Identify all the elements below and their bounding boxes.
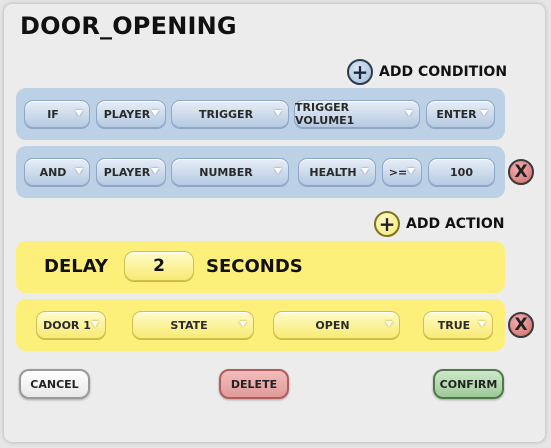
action-flag-dropdown[interactable]: TRUE <box>423 311 493 339</box>
condition-subject-dropdown[interactable]: PLAYER <box>96 158 166 186</box>
delay-row: DELAY 2 SECONDS <box>16 241 505 293</box>
delete-button[interactable]: DELETE <box>219 369 289 399</box>
cancel-button[interactable]: CANCEL <box>19 369 90 399</box>
dropdown-arrow-icon <box>405 110 413 116</box>
dropdown-arrow-icon <box>239 321 247 327</box>
add-condition-button[interactable]: + ADD CONDITION <box>347 59 507 85</box>
delay-seconds-input[interactable]: 2 <box>124 251 194 281</box>
dropdown-arrow-icon <box>151 168 159 174</box>
dropdown-arrow-icon <box>407 168 415 174</box>
condition-type-dropdown[interactable]: TRIGGER <box>171 100 289 128</box>
x-circle-icon: X <box>514 162 528 182</box>
dropdown-arrow-icon <box>91 321 99 327</box>
dropdown-arrow-icon <box>75 168 83 174</box>
condition-event-dropdown[interactable]: ENTER <box>426 100 495 128</box>
dropdown-arrow-icon <box>75 110 83 116</box>
rule-title: DOOR_OPENING <box>20 12 237 40</box>
x-circle-icon: X <box>514 315 528 335</box>
plus-circle-icon: + <box>374 211 400 237</box>
confirm-button[interactable]: CONFIRM <box>433 369 504 399</box>
dropdown-arrow-icon <box>274 168 282 174</box>
condition-subject-dropdown[interactable]: PLAYER <box>96 100 166 128</box>
condition-operator-dropdown[interactable]: AND <box>24 158 90 186</box>
comparison-operator-dropdown[interactable]: >= <box>382 158 422 186</box>
dropdown-arrow-icon <box>385 321 393 327</box>
condition-row-if: IF PLAYER TRIGGER TRIGGER VOLUME1 ENTER <box>16 88 505 140</box>
action-value-dropdown[interactable]: OPEN <box>273 311 400 339</box>
dropdown-arrow-icon <box>361 168 369 174</box>
condition-type-dropdown[interactable]: NUMBER <box>171 158 289 186</box>
dropdown-arrow-icon <box>151 110 159 116</box>
dropdown-arrow-icon <box>274 110 282 116</box>
delay-label: DELAY <box>44 256 108 277</box>
comparison-value-field[interactable]: 100 <box>428 158 495 186</box>
remove-condition-button[interactable]: X <box>508 159 534 185</box>
action-property-dropdown[interactable]: STATE <box>132 311 254 339</box>
condition-operator-dropdown[interactable]: IF <box>24 100 90 128</box>
add-action-label: ADD ACTION <box>406 216 505 232</box>
action-target-dropdown[interactable]: DOOR 1 <box>36 311 106 339</box>
add-action-button[interactable]: + ADD ACTION <box>374 211 504 237</box>
remove-action-button[interactable]: X <box>508 312 534 338</box>
add-condition-label: ADD CONDITION <box>379 64 508 80</box>
plus-circle-icon: + <box>347 59 373 85</box>
condition-stat-dropdown[interactable]: HEALTH <box>298 158 376 186</box>
action-row: DOOR 1 STATE OPEN TRUE <box>16 299 505 351</box>
delay-unit-label: SECONDS <box>206 256 303 277</box>
condition-row-and: AND PLAYER NUMBER HEALTH >= 100 <box>16 146 505 198</box>
dropdown-arrow-icon <box>478 321 486 327</box>
rule-editor-panel: DOOR_OPENING + ADD CONDITION IF PLAYER T… <box>4 4 545 442</box>
dropdown-arrow-icon <box>480 110 488 116</box>
condition-target-dropdown[interactable]: TRIGGER VOLUME1 <box>294 100 420 128</box>
